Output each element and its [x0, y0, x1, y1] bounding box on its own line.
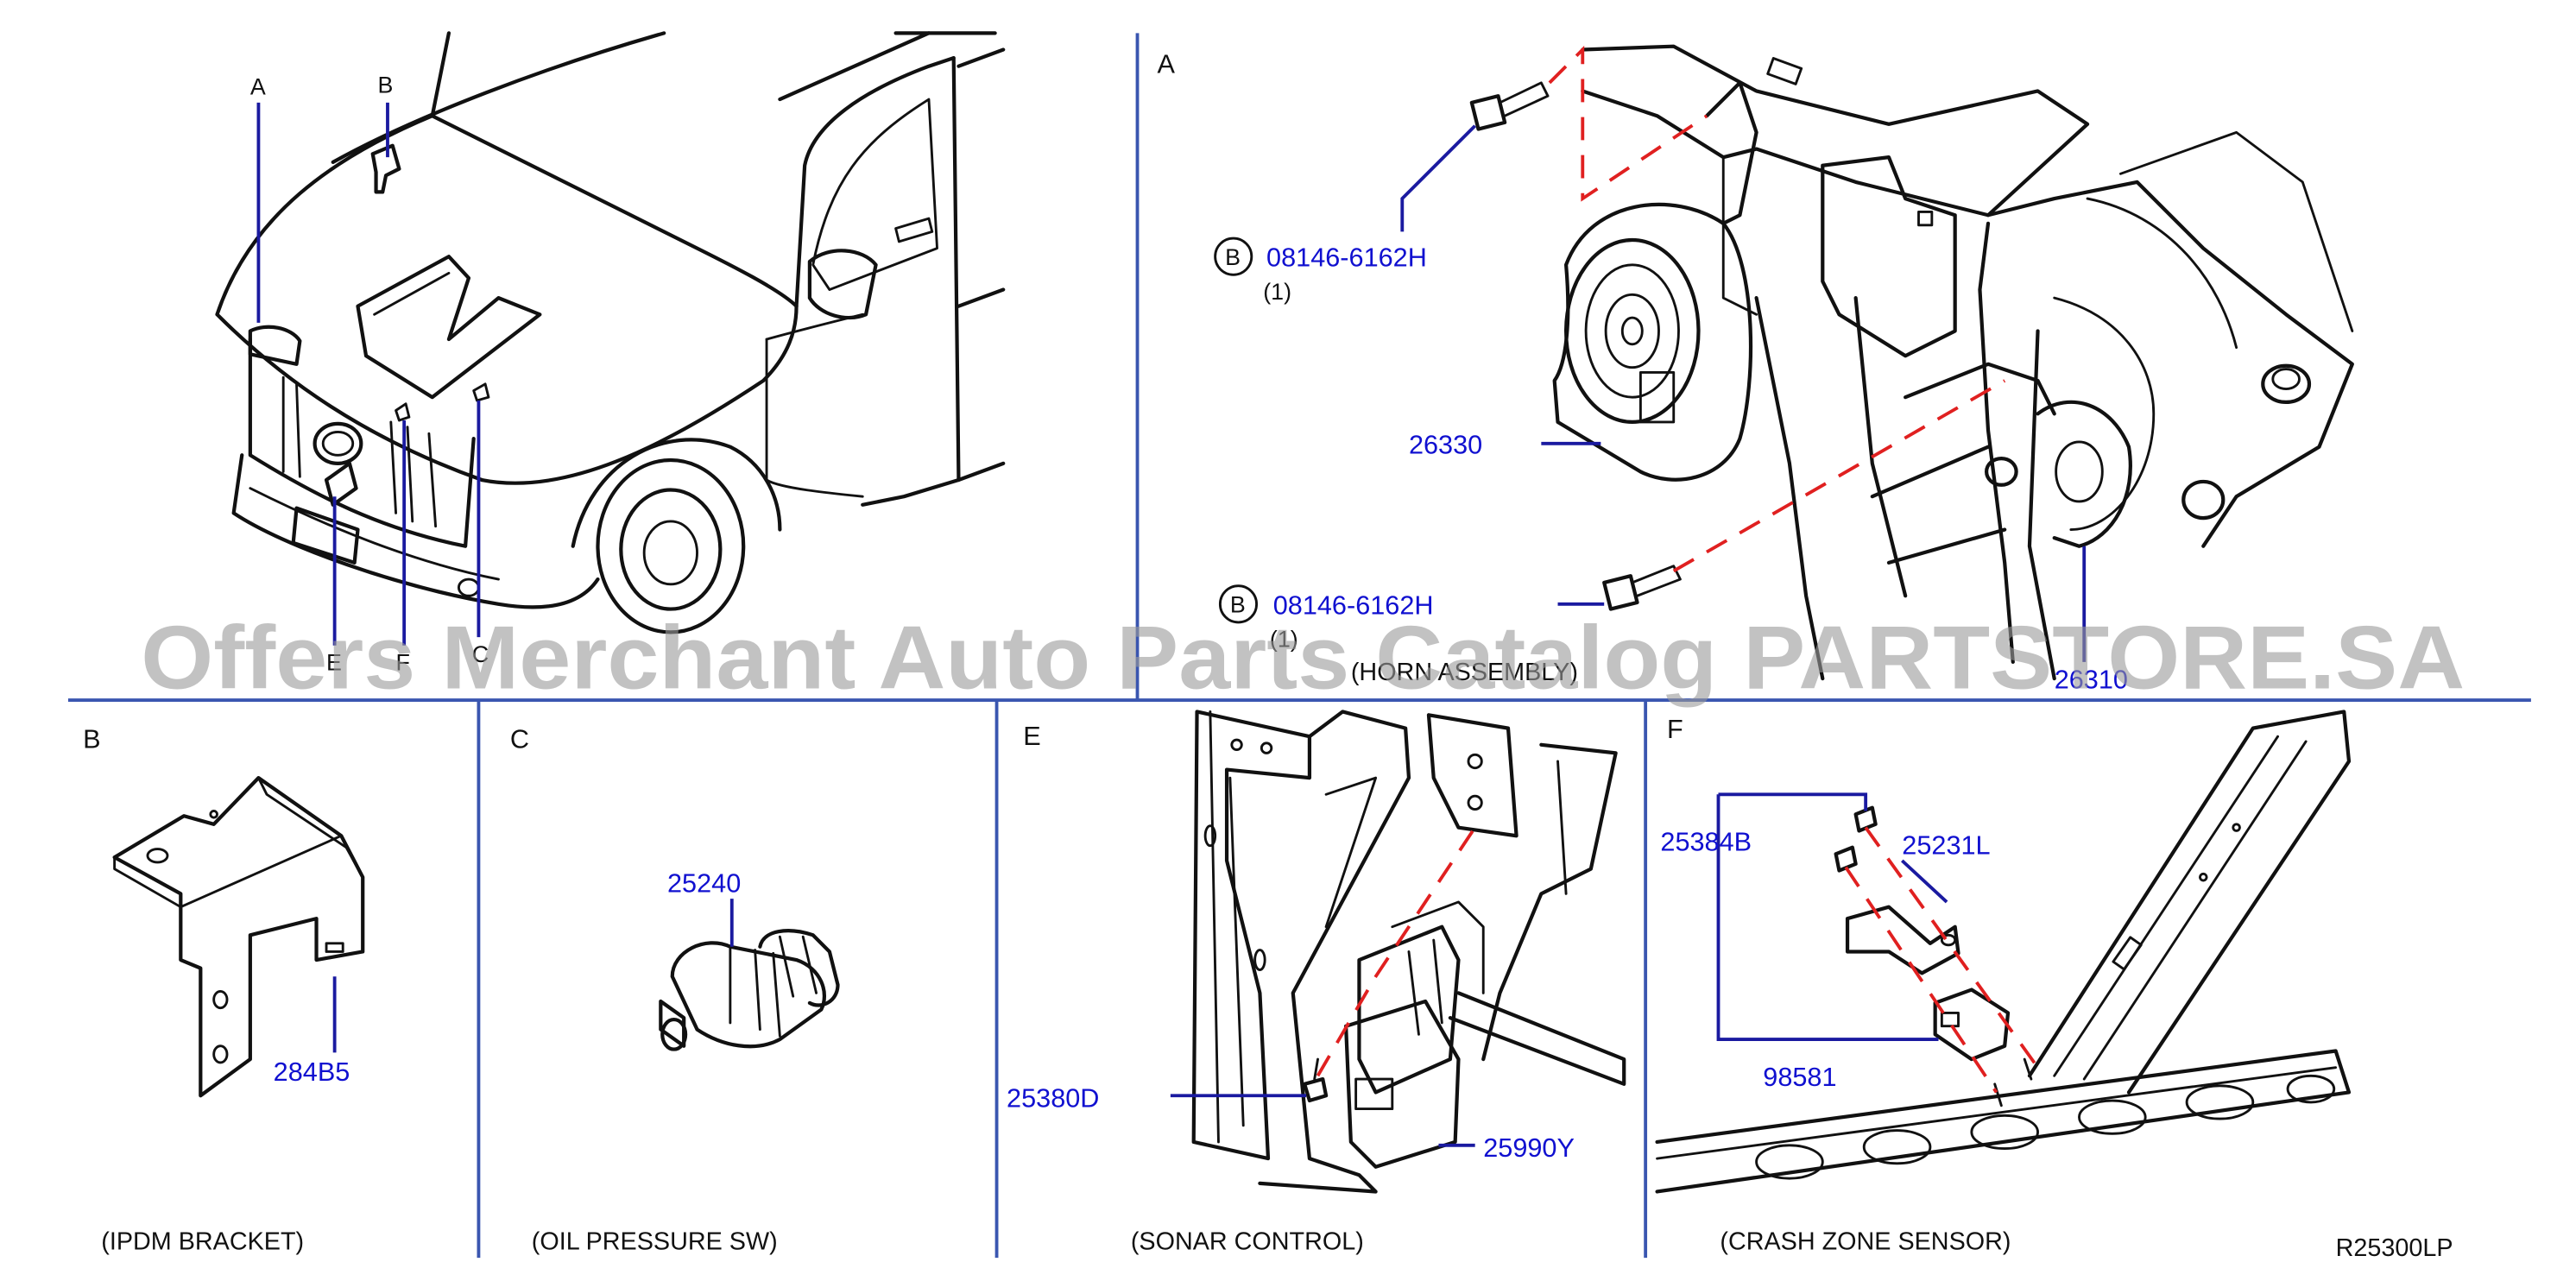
panel-separators [67, 33, 2531, 1259]
horn-part-no[interactable]: 26330 [1409, 430, 1482, 459]
oil-sw-part-no[interactable]: 25240 [667, 868, 741, 898]
callout-E: E [326, 650, 342, 676]
nut-icon [1984, 363, 2312, 521]
panel-c-oil-sw: C 25240 (OIL PRESSURE SW) [510, 725, 840, 1256]
bracket-part-no[interactable]: 284B5 [274, 1057, 350, 1087]
bolt-top-qty: (1) [1263, 279, 1291, 305]
callout-B: B [377, 72, 393, 98]
panel-b-bracket: B 284B5 (IPDM BRACKET) [83, 725, 365, 1256]
bracket-caption: (IPDM BRACKET) [101, 1228, 304, 1256]
crash-sensor-icon [1933, 988, 2011, 1062]
callout-F: F [396, 650, 410, 676]
panel-e-sonar: E 25380D [1007, 710, 1626, 1256]
callout-C: C [472, 641, 489, 667]
diagram-code: R25300LP [2336, 1234, 2453, 1262]
panel-b-letter: B [83, 725, 100, 754]
crash-caption: (CRASH ZONE SENSOR) [1720, 1228, 2011, 1256]
crash-bracket-part-no[interactable]: 25231L [1902, 830, 1990, 860]
sensor-bracket-icon [1845, 905, 1960, 975]
panel-a-horn: A [1158, 44, 2354, 695]
panel-e-letter: E [1023, 722, 1040, 751]
oil-pressure-switch-icon [659, 929, 840, 1051]
bolt-top-circle: B [1225, 244, 1241, 270]
panel-f-letter: F [1667, 715, 1683, 744]
crash-sensor-part-no[interactable]: 98581 [1763, 1063, 1836, 1092]
sonar-unit-part-no[interactable]: 25990Y [1483, 1133, 1575, 1163]
sonar-caption: (SONAR CONTROL) [1131, 1228, 1364, 1256]
bracket-icon [112, 776, 365, 1098]
panel-f-crash-sensor: F [1655, 710, 2352, 1256]
oil-sw-caption: (OIL PRESSURE SW) [532, 1228, 778, 1256]
sonar-control-unit-icon [1343, 900, 1485, 1169]
horn-icon [1552, 80, 1758, 482]
callout-A: A [250, 73, 266, 99]
horn2-part-no[interactable]: 26310 [2055, 666, 2128, 695]
panel-a-letter: A [1158, 49, 1176, 79]
watermark: Offers Merchant Auto Parts Catalog PARTS… [141, 608, 2465, 708]
rail-slot-icon [1755, 1074, 2336, 1180]
crash-nut-part-no[interactable]: 25384B [1660, 827, 1752, 856]
panel-c-letter: C [510, 725, 529, 754]
bolt-bottom-qty: (1) [1270, 627, 1298, 653]
sonar-screw-part-no[interactable]: 25380D [1007, 1084, 1099, 1114]
bolt-icon [1602, 565, 1682, 611]
bolt-icon [1469, 81, 1550, 131]
screw-icon [1303, 1057, 1329, 1103]
bolt-top-part-no[interactable]: 08146-6162H [1266, 243, 1427, 273]
bolt-bottom-part-no[interactable]: 08146-6162H [1273, 590, 1434, 620]
truck-overview: A B C E F [215, 31, 1006, 676]
horn-caption: (HORN ASSEMBLY) [1351, 659, 1578, 686]
bolt-bottom-circle: B [1230, 591, 1246, 617]
horn2-icon [2036, 400, 2132, 548]
